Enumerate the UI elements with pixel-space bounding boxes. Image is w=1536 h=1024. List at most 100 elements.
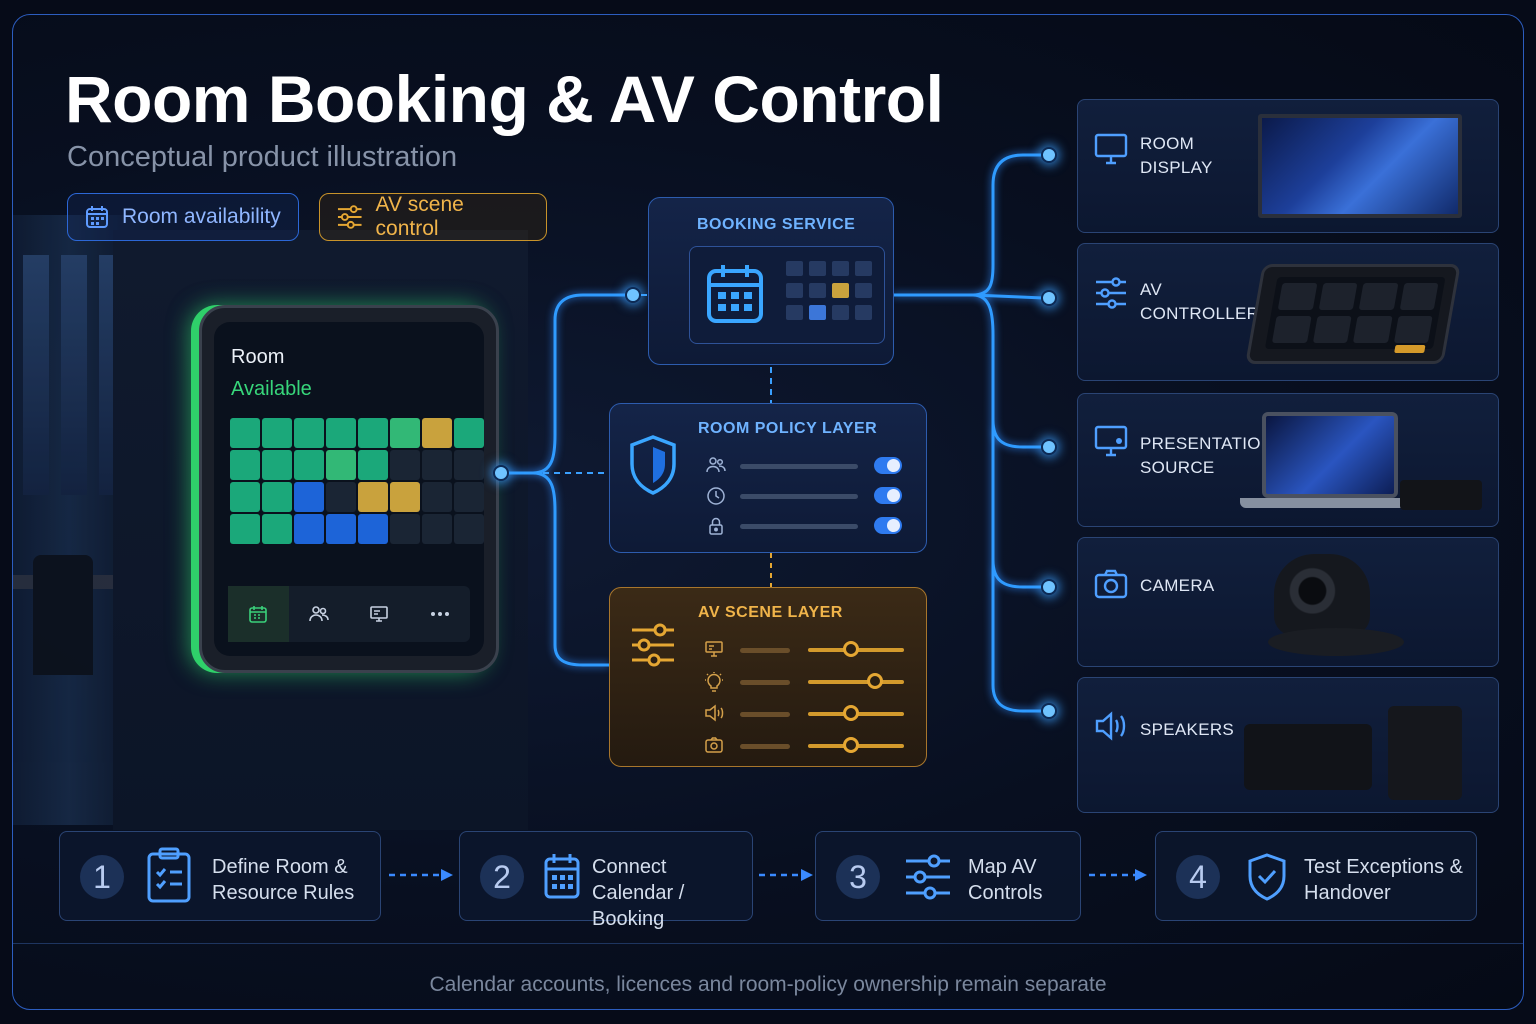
shield-check-icon [1248,853,1286,901]
tablet-screen: Room Available [214,322,484,656]
monitor-icon [1094,133,1128,165]
booking-service-panel [689,246,885,344]
tablet-port [493,465,509,481]
speaker-cabinet-image [1388,706,1462,800]
av-scene-layer-title: AV SCENE LAYER [698,604,843,621]
arrow-step-2-3 [759,869,813,881]
arrow-step-1-2 [389,869,453,881]
lightbulb-icon [705,672,723,692]
step-label: Map AV Controls [968,856,1043,904]
step-label: Connect Calendar / Booking [592,856,685,930]
tablet-nav-display[interactable] [349,586,410,642]
display-level-knob[interactable] [843,641,860,657]
footer-note: Calendar accounts, licences and room-pol… [429,973,1107,996]
device-presentation-source: PRESENTATION SOURCE [1077,393,1499,527]
availability-grid [230,418,484,544]
av-row-audio [704,704,910,724]
step-number: 2 [480,855,524,899]
device-label: AV CONTROLLER [1140,280,1260,323]
step-label: Define Room & Resource Rules [212,856,355,904]
ptz-camera-image [1274,554,1370,636]
calendar-icon [544,854,580,899]
clipboard-checklist-icon [147,847,191,903]
device-label: PRESENTATION SOURCE [1140,434,1274,477]
booking-slots-grid [786,261,872,320]
access-policy-toggle[interactable] [874,517,902,534]
sliders-icon [906,854,950,900]
audio-level-knob[interactable] [843,705,860,721]
footer-divider [13,943,1523,944]
media-box-image [1400,480,1482,510]
av-scene-control-pill: AV scene control [319,193,547,241]
room-display-image [1258,114,1462,218]
tablet-nav-more[interactable] [410,586,471,642]
step-number: 1 [80,855,124,899]
controller-port [1041,290,1057,306]
step-2: 2 Connect Calendar / Booking [459,831,753,930]
display-port [1041,147,1057,163]
device-speakers: SPEAKERS [1077,677,1499,813]
tablet-status: Available [231,378,312,400]
device-room-display: ROOM DISPLAY [1077,99,1499,233]
time-policy-toggle[interactable] [874,487,902,504]
device-label: ROOM DISPLAY [1140,134,1213,177]
step-label: Test Exceptions & Handover [1304,856,1463,904]
laptop-image [1262,412,1398,498]
presentation-port [1041,439,1057,455]
booking-port [625,287,641,303]
step-3: 3 Map AV Controls [815,831,1081,921]
room-panel-tablet: Room Available [199,305,499,673]
camera-port [1041,579,1057,595]
people-icon [706,457,726,473]
step-4: 4 Test Exceptions & Handover [1155,831,1477,921]
display-icon [370,606,389,622]
room-policy-layer-box: ROOM POLICY LAYER [609,403,927,553]
av-row-camera [704,736,910,756]
diagram-frame: Room Booking & AV Control Conceptual pro… [12,14,1524,1010]
av-scene-control-label: AV scene control [375,193,464,240]
page-title: Room Booking & AV Control [65,62,944,136]
room-availability-label: Room availability [122,205,281,228]
laptop-base [1240,498,1426,508]
room-policy-layer-title: ROOM POLICY LAYER [698,420,878,437]
av-controller-image [1245,264,1461,364]
room-availability-pill: Room availability [67,193,299,241]
screen-share-icon [1094,425,1128,457]
speaker-icon [705,704,724,722]
calendar-icon [707,265,763,323]
people-policy-toggle[interactable] [874,457,902,474]
tablet-nav-people[interactable] [289,586,350,642]
step-number: 4 [1176,855,1220,899]
speakers-port [1041,703,1057,719]
av-row-lighting [704,672,910,692]
camera-icon [1094,569,1128,599]
policy-row-time [706,486,902,506]
people-icon [308,606,329,622]
speaker-icon [1095,711,1126,741]
display-icon [705,641,723,657]
booking-service-box: BOOKING SERVICE [648,197,894,365]
step-number: 3 [836,855,880,899]
lighting-level-knob[interactable] [867,673,884,689]
policy-row-people [706,456,902,476]
calendar-icon [86,206,108,228]
camera-base [1268,628,1404,656]
page-subtitle: Conceptual product illustration [67,141,458,173]
camera-level-knob[interactable] [843,737,860,753]
tablet-nav [228,586,470,642]
device-av-controller: AV CONTROLLER [1077,243,1499,381]
booking-service-title: BOOKING SERVICE [697,216,856,233]
sliders-icon [632,623,674,667]
more-icon [430,612,449,616]
soundbar-image [1244,724,1372,790]
tablet-nav-calendar[interactable] [228,586,289,642]
tablet-room-label: Room [231,346,285,368]
lock-icon [709,517,723,535]
arrow-step-3-4 [1089,869,1147,881]
calendar-icon [249,606,268,623]
device-label: CAMERA [1140,576,1215,595]
av-scene-layer-box: AV SCENE LAYER [609,587,927,767]
shield-icon [630,435,676,495]
policy-row-lock [706,516,902,536]
clock-icon [707,487,725,505]
